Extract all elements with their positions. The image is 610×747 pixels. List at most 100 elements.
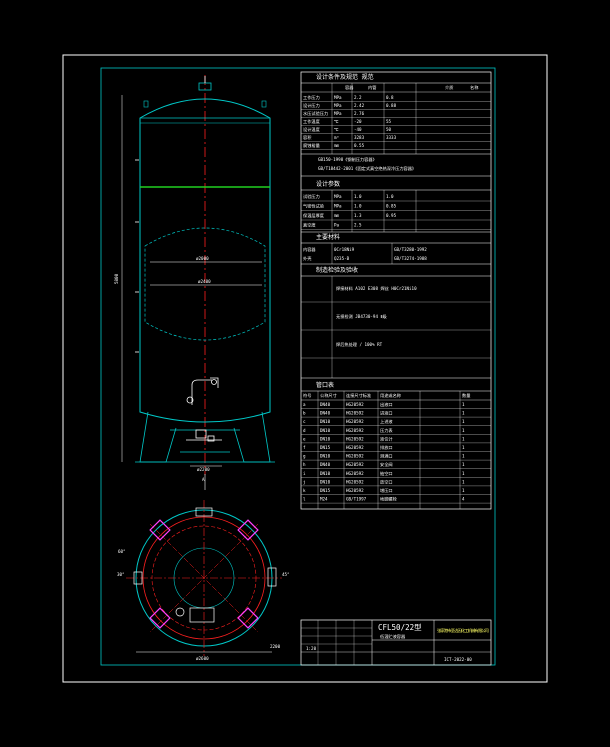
- nozzle-cell: 安全阀: [380, 461, 393, 468]
- nozzle-cell: DN10: [320, 428, 331, 433]
- outer-shell: [139, 98, 271, 423]
- design-cell: 50: [386, 127, 392, 132]
- nozzle-cell: DN40: [320, 411, 331, 416]
- nozzle-cell: HG20592: [346, 402, 364, 407]
- material-cell: 外壳: [303, 255, 312, 262]
- test-cell: mm: [334, 213, 340, 218]
- table-grid: [317, 83, 461, 509]
- material-cell: GB/T3274-1988: [394, 256, 427, 261]
- test-cell: MPa: [334, 204, 342, 209]
- plan-diag-2: [149, 523, 259, 633]
- manufacture-cell: 焊后热处理 / 100% RT: [336, 341, 383, 348]
- support-leg-pads: [149, 519, 259, 629]
- test-cell: 保温层厚度: [303, 212, 325, 219]
- inner-vessel: [144, 227, 266, 341]
- nozzle-cell: HG20592: [346, 454, 364, 459]
- manufacture-rows: 焊接材料 A102 E308 焊丝 H0Cr21Ni10 无损检测 JB4730-…: [301, 285, 491, 359]
- design-cell: ℃: [334, 119, 339, 124]
- design-cell: 容积: [303, 134, 311, 141]
- vessel-elevation: ø2000 ø2400 580: [114, 75, 275, 475]
- design-cell: MPa: [334, 95, 342, 100]
- nozzle-cell: g: [303, 454, 306, 459]
- nozzle-cell: c: [303, 419, 306, 424]
- nozzle-header-cell: 连接尺寸标准: [346, 392, 371, 399]
- manufacture-cell: 无损检测 JB4730-94 Ⅱ级: [336, 313, 388, 320]
- nozzle-cell: HG20592: [346, 488, 364, 493]
- height-dim-label: 5800: [114, 273, 119, 284]
- nozzle-cell: 1: [462, 411, 465, 416]
- nozzle-cell: 测满口: [380, 453, 393, 460]
- nozzle-cell: 1: [462, 445, 465, 450]
- inner-frame: [100, 67, 496, 666]
- nozzle-cell: 地脚螺栓: [380, 496, 398, 503]
- nozzle-cell: HG20592: [346, 428, 364, 433]
- nozzle-markers: [133, 507, 277, 623]
- test-cell: 1.0: [354, 204, 362, 209]
- design-cell: 2.42: [354, 103, 365, 108]
- test-cell: MPa: [334, 194, 342, 199]
- material-cell: Q235-B: [334, 256, 350, 261]
- nozzle-cell: j: [303, 479, 306, 484]
- test-cell: 1.0: [386, 194, 394, 199]
- material-title: 主要材料: [316, 233, 340, 241]
- nozzle-cell: DN10: [320, 479, 331, 484]
- nozzle-cell: 上进液: [380, 418, 393, 425]
- nozzle-cell: 1: [462, 454, 465, 459]
- tables-border: [300, 71, 492, 510]
- nozzle-cell: DN40: [320, 402, 331, 407]
- title-block-grid: [301, 620, 372, 665]
- plan-dia-label: ø2600: [196, 656, 209, 661]
- nozzle-cell: 放空口: [380, 478, 393, 485]
- title-drawing-no: ICT-2022-00: [444, 657, 472, 662]
- nozzle-cell: HG20592: [346, 419, 364, 424]
- col-label-2: 介质: [445, 84, 453, 91]
- test-cell: 0.85: [386, 204, 397, 209]
- col-label-3: 名称: [470, 84, 478, 91]
- design-cell: mm: [334, 143, 340, 148]
- nozzle-cell: f: [303, 445, 306, 450]
- design-cell: -20: [354, 119, 362, 124]
- nozzle-cell: 1: [462, 419, 465, 424]
- col-label-0: 容器: [345, 84, 354, 91]
- nozzle-cell: HG20592: [346, 411, 364, 416]
- nozzle-cell: b: [303, 411, 306, 416]
- design-cell: 0.8: [386, 95, 394, 100]
- material-cell: 内容器: [303, 246, 316, 253]
- design-data-title: 设计条件及规范 规范: [316, 73, 374, 81]
- design-cell: 0.88: [386, 103, 397, 108]
- side-gauge-marks: [135, 159, 139, 353]
- test-cell: 真空度: [303, 222, 316, 229]
- test-cell: 2.5: [354, 223, 362, 228]
- test-cell: 0.95: [386, 213, 397, 218]
- nozzle-cell: 1: [462, 462, 465, 467]
- material-cell: GB/T3280-1992: [394, 247, 427, 252]
- plan-height-label: 2200: [270, 644, 281, 649]
- nozzle-cell: HG20592: [346, 462, 364, 467]
- nozzle-cell: k: [303, 488, 306, 493]
- nozzle-header-cell: 公称尺寸: [320, 392, 337, 399]
- nozzle-cell: GB/T1997: [346, 497, 367, 502]
- nozzle-cell: HG20592: [346, 436, 364, 441]
- test-cell: Pa: [334, 223, 340, 228]
- nozzle-cell: d: [303, 428, 306, 433]
- nozzle-cell: a: [303, 402, 306, 407]
- manufacture-cell: 焊接材料 A102 E308 焊丝 H0Cr21Ni10: [336, 285, 417, 292]
- design-cell: 水压试验压力: [303, 110, 328, 117]
- title-block-border: [300, 619, 492, 666]
- design-cell: 腐蚀裕量: [303, 142, 320, 149]
- lifting-lug-right: [261, 100, 267, 108]
- bottom-valves: [186, 429, 222, 442]
- nozzle-cell: DN10: [320, 419, 331, 424]
- nozzle-cell: 1: [462, 402, 465, 407]
- nozzle-cell: HG20592: [346, 445, 364, 450]
- nozzle-cell: 1: [462, 479, 465, 484]
- design-cell: -40: [354, 127, 362, 132]
- nozzle-cell: DN40: [320, 462, 331, 467]
- design-cell: 工作压力: [303, 94, 320, 101]
- design-cell: 工作温度: [303, 118, 321, 125]
